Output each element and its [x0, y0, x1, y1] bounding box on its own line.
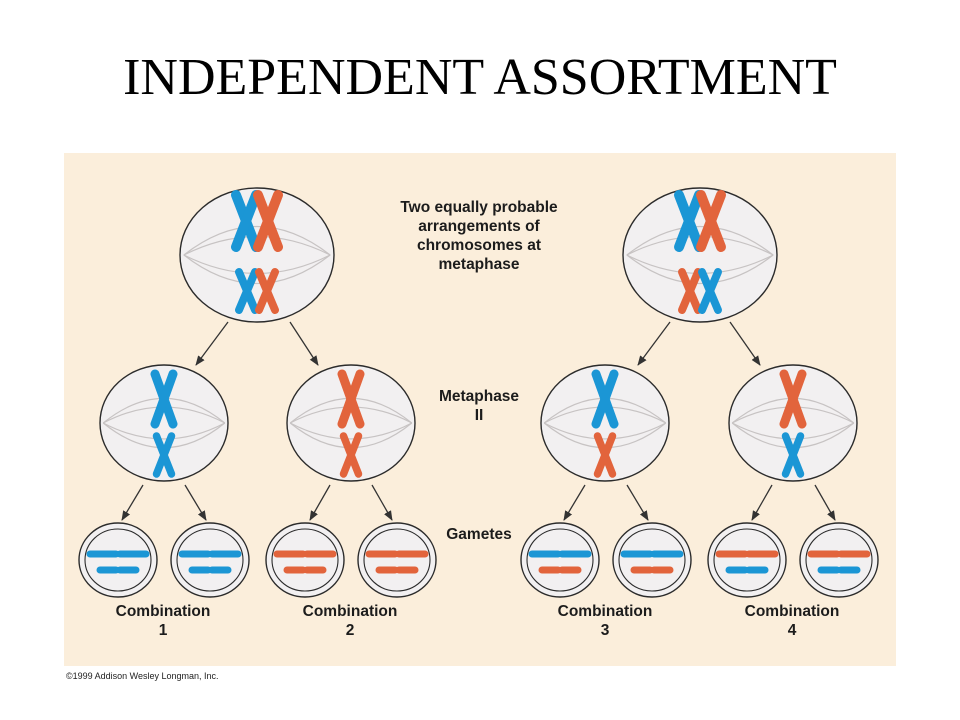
- gamete-cell: [357, 522, 437, 598]
- arrow: [289, 321, 319, 366]
- arrow: [184, 484, 207, 521]
- gamete-cell: [612, 522, 692, 598]
- chromosome-small: [817, 566, 861, 574]
- chromosome-small: [678, 268, 702, 314]
- chromosome-large: [178, 550, 242, 558]
- gamete-cell: [799, 522, 879, 598]
- chromosome-large: [273, 550, 337, 558]
- chromosome-large: [620, 550, 684, 558]
- chromosome-small: [96, 566, 140, 574]
- metaphase-ii-cell-4: [728, 364, 858, 482]
- metaphase-arrangements-label: Two equally probable arrangements of chr…: [400, 199, 558, 273]
- chromosome-large: [365, 550, 429, 558]
- combination-label-3: Combination 3: [557, 603, 653, 639]
- arrow: [814, 484, 836, 521]
- arrow: [637, 321, 671, 366]
- gamete-cell: [265, 522, 345, 598]
- arrow: [309, 484, 331, 521]
- chromosome-small: [538, 566, 582, 574]
- chromosome-small: [339, 432, 363, 478]
- chromosome-large: [674, 190, 704, 252]
- chromosome-large: [231, 190, 261, 252]
- arrow: [563, 484, 586, 521]
- gamete-cell: [170, 522, 250, 598]
- chromosome-large: [591, 369, 619, 429]
- chromosome-small: [781, 432, 805, 478]
- metaphase-cell-right: [622, 187, 778, 323]
- copyright-text: ©1999 Addison Wesley Longman, Inc.: [66, 671, 219, 681]
- combination-label-4: Combination 4: [744, 603, 840, 639]
- chromosome-small: [235, 268, 259, 314]
- arrow: [121, 484, 144, 521]
- arrow: [371, 484, 393, 521]
- chromosome-large: [337, 369, 365, 429]
- gametes-label: Gametes: [446, 526, 512, 543]
- combination-label-2: Combination 2: [302, 603, 398, 639]
- chromosome-large: [150, 369, 178, 429]
- arrow: [729, 321, 761, 366]
- chromosome-large: [807, 550, 871, 558]
- arrow: [195, 321, 229, 366]
- arrow: [626, 484, 649, 521]
- chromosome-large: [253, 190, 283, 252]
- chromosome-large: [528, 550, 592, 558]
- chromosome-small: [152, 432, 176, 478]
- gamete-cell: [78, 522, 158, 598]
- gamete-cell: [707, 522, 787, 598]
- chromosome-small: [375, 566, 419, 574]
- chromosome-large: [715, 550, 779, 558]
- chromosome-small: [630, 566, 674, 574]
- chromosome-small: [698, 268, 722, 314]
- metaphase-ii-cell-3: [540, 364, 670, 482]
- chromosome-small: [593, 432, 617, 478]
- chromosome-small: [283, 566, 327, 574]
- page-title: INDEPENDENT ASSORTMENT: [123, 49, 837, 106]
- chromosome-large: [86, 550, 150, 558]
- chromosome-large: [779, 369, 807, 429]
- metaphase-ii-label: Metaphase II: [438, 388, 520, 424]
- metaphase-ii-cell-2: [286, 364, 416, 482]
- chromosome-small: [725, 566, 769, 574]
- chromosome-small: [255, 268, 279, 314]
- chromosome-large: [696, 190, 726, 252]
- chromosome-small: [188, 566, 232, 574]
- metaphase-ii-cell-1: [99, 364, 229, 482]
- gamete-cell: [520, 522, 600, 598]
- arrow: [751, 484, 773, 521]
- combination-label-1: Combination 1: [115, 603, 211, 639]
- metaphase-cell-left: [179, 187, 335, 323]
